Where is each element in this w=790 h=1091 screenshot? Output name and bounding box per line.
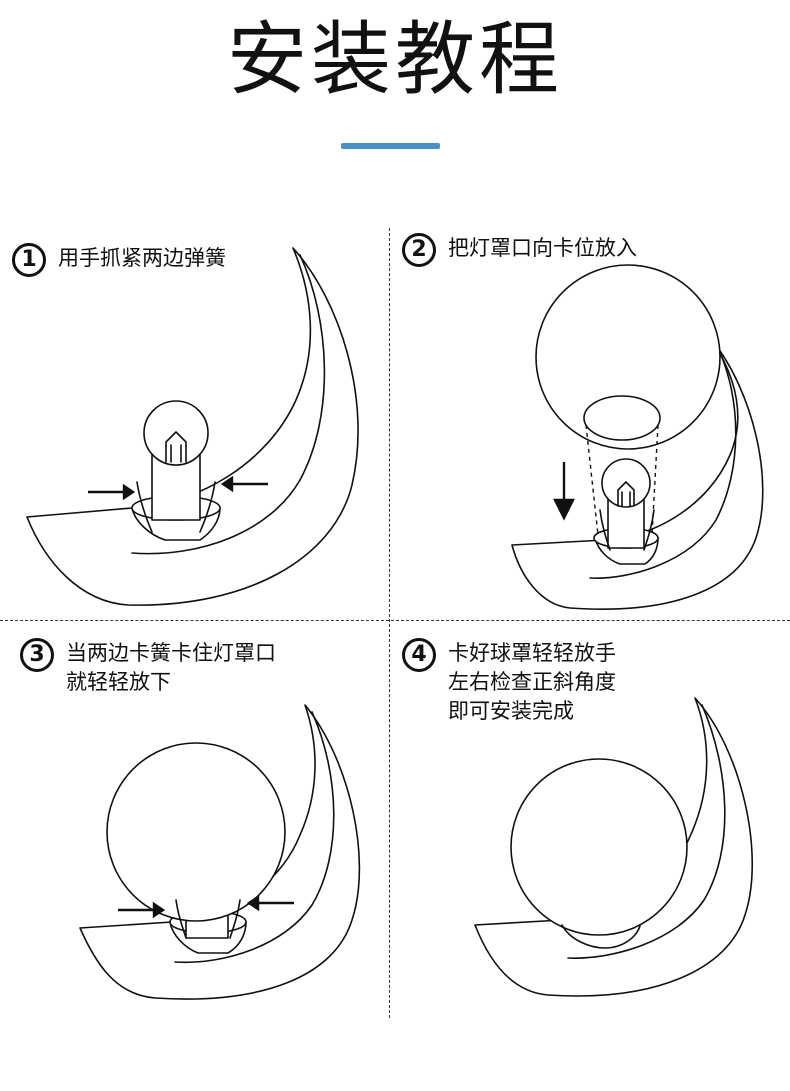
step-number-badge: 3: [20, 638, 54, 672]
title-underline: [341, 143, 440, 149]
step-1-caption: 1 用手抓紧两边弹簧: [12, 243, 226, 277]
moon-lamp-base: [474, 697, 754, 997]
step-3-illustration: [79, 704, 361, 1000]
step-text-line: 左右检查正斜角度: [448, 670, 616, 694]
step-2-illustration: [511, 264, 764, 610]
step-text: 把灯罩口向卡位放入: [448, 234, 637, 263]
step-number-badge: 1: [12, 243, 46, 277]
left-spring-icon: [599, 509, 611, 551]
left-spring-icon: [136, 481, 153, 533]
guide-line-left: [585, 424, 599, 536]
step-text-line: 把灯罩口向卡位放入: [448, 236, 637, 260]
globe-shade: [535, 264, 721, 450]
step-4-caption: 4 卡好球罩轻轻放手 左右检查正斜角度 即可安装完成: [402, 638, 616, 726]
step-text: 用手抓紧两边弹簧: [58, 244, 226, 273]
step-4-illustration: [474, 697, 754, 997]
step-1-illustration: [26, 247, 359, 606]
page-title: 安装教程: [227, 13, 563, 106]
moon-inner-ridge: [567, 704, 726, 959]
horizontal-divider: [0, 620, 790, 621]
moon-inner-ridge: [174, 711, 335, 964]
globe-shade: [510, 758, 688, 936]
step-number-badge: 4: [402, 638, 436, 672]
moon-inner-ridge: [589, 347, 737, 579]
step-text: 当两边卡簧卡住灯罩口 就轻轻放下: [66, 639, 276, 697]
filament-icon: [165, 431, 187, 463]
left-spring-icon: [175, 899, 187, 939]
globe-opening: [583, 395, 661, 441]
globe-shade: [106, 742, 286, 922]
right-spring-icon: [643, 509, 655, 551]
step-text-line: 用手抓紧两边弹簧: [58, 246, 226, 270]
step-number-badge: 2: [402, 233, 436, 267]
step-text: 卡好球罩轻轻放手 左右检查正斜角度 即可安装完成: [448, 639, 616, 726]
step-text-line: 卡好球罩轻轻放手: [448, 641, 616, 665]
step-text-line: 当两边卡簧卡住灯罩口: [66, 641, 276, 665]
moon-lamp-base: [79, 704, 361, 1000]
moon-inner-ridge: [131, 254, 326, 555]
moon-lamp-base: [26, 247, 359, 606]
step-2-caption: 2 把灯罩口向卡位放入: [402, 233, 637, 267]
right-spring-icon: [199, 481, 216, 533]
step-text-line: 就轻轻放下: [66, 670, 171, 694]
filament-icon: [617, 481, 635, 507]
lamp-cup: [561, 924, 641, 949]
vertical-divider: [389, 228, 390, 1018]
moon-lamp-base: [511, 339, 764, 610]
right-spring-icon: [229, 899, 241, 939]
step-3-caption: 3 当两边卡簧卡住灯罩口 就轻轻放下: [20, 638, 276, 697]
step-text-line: 即可安装完成: [448, 699, 574, 723]
